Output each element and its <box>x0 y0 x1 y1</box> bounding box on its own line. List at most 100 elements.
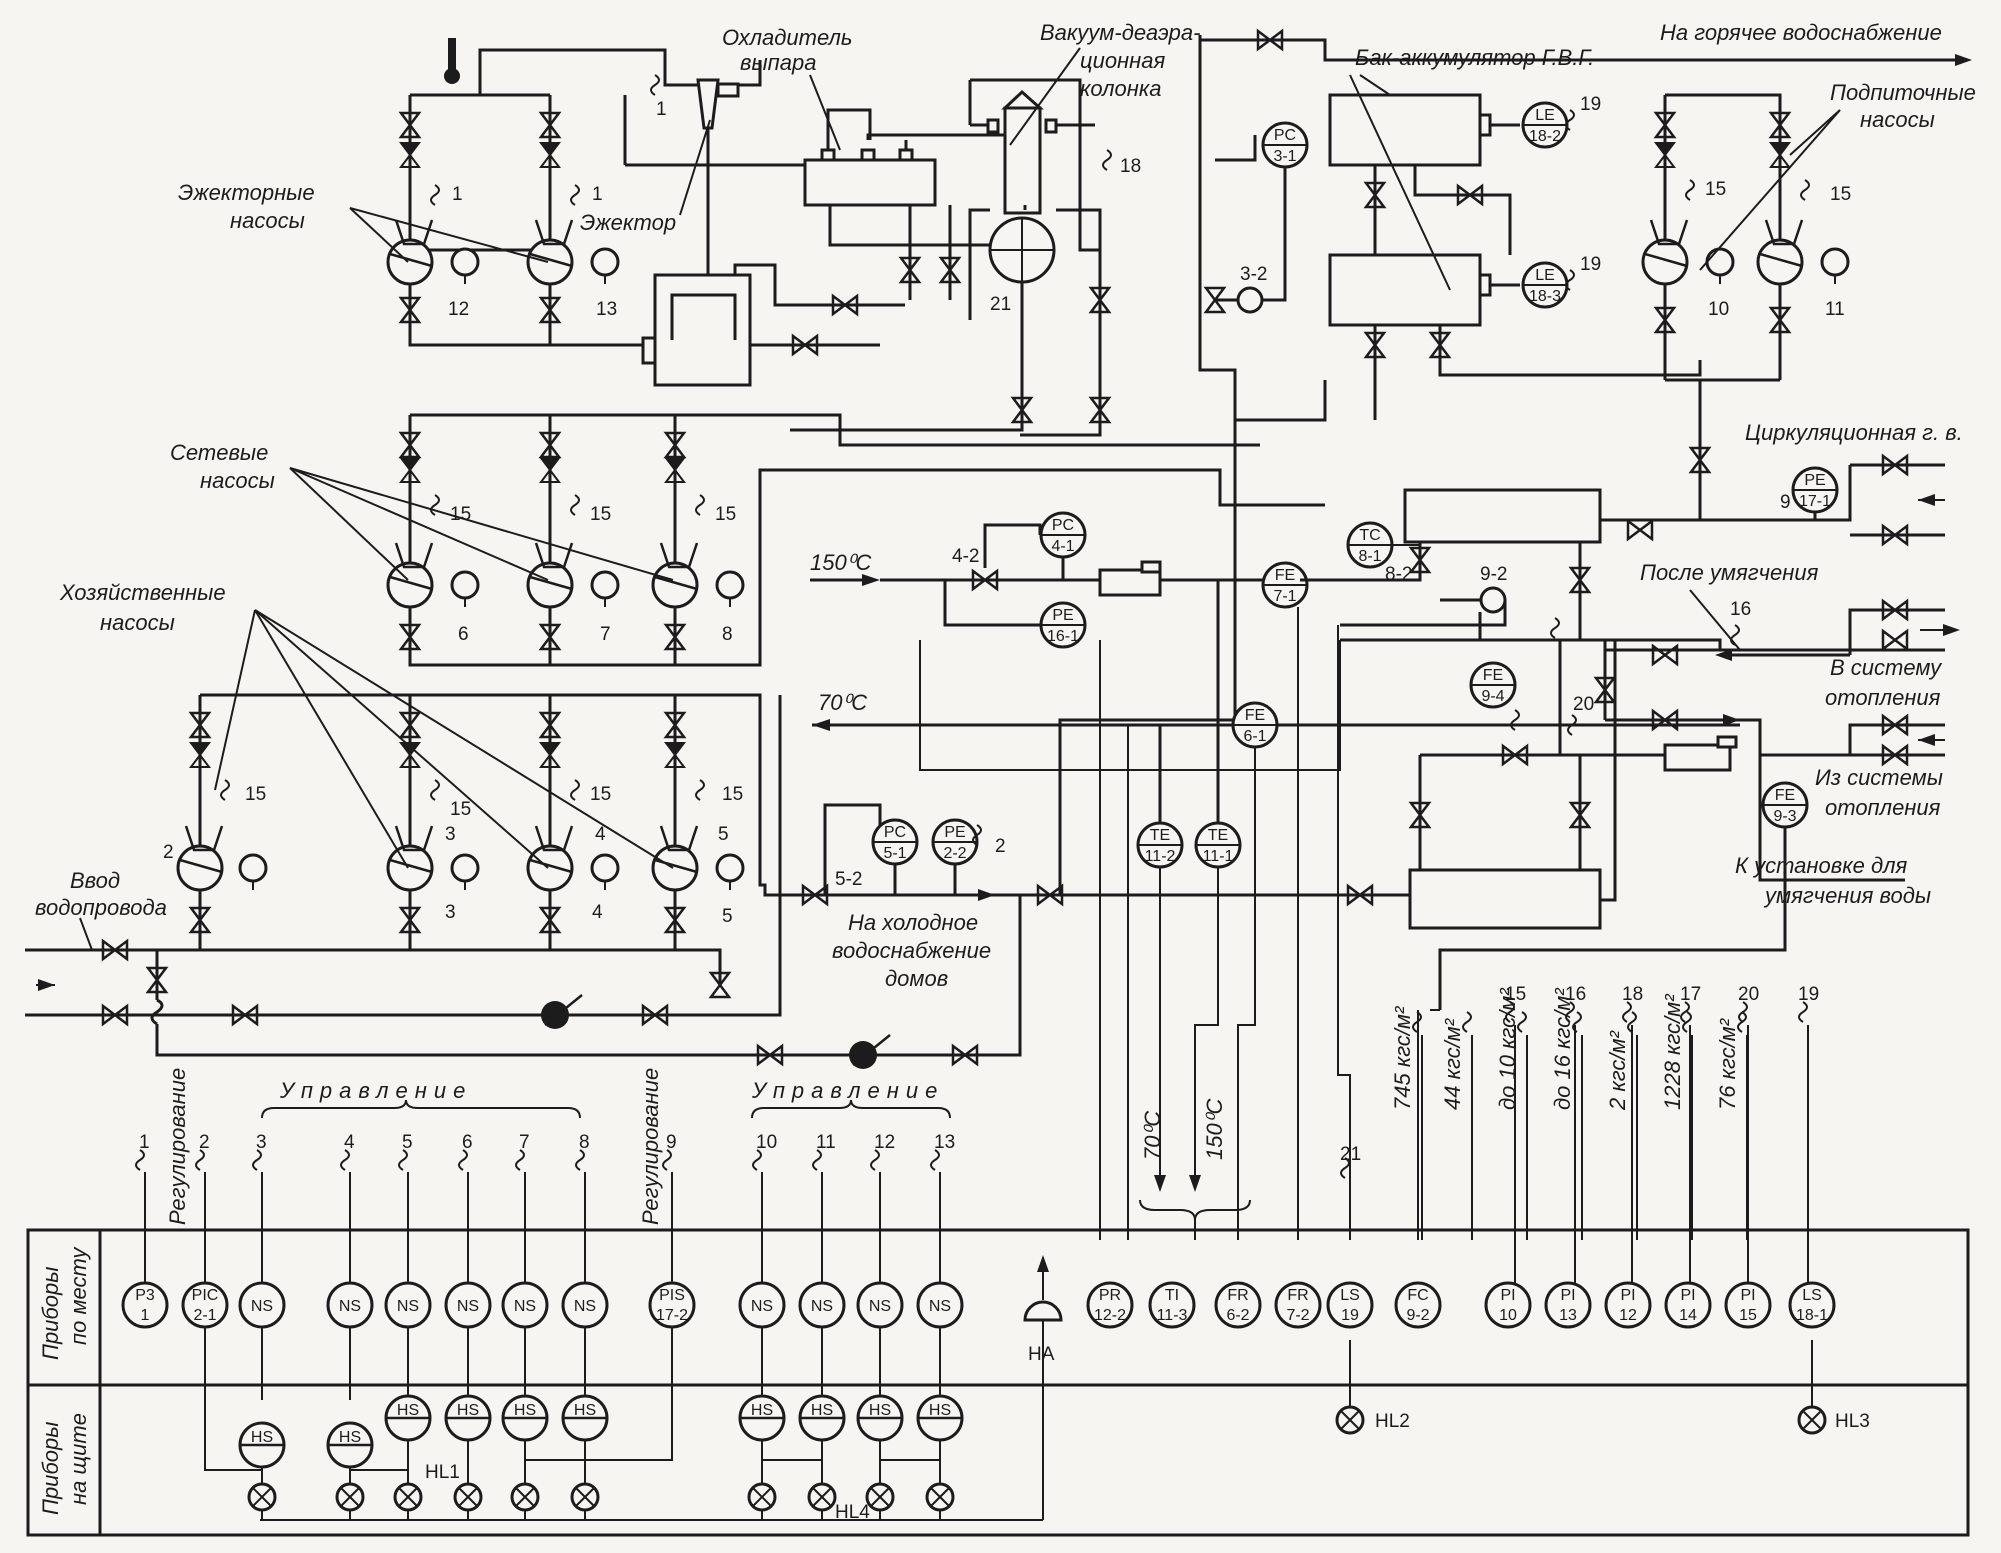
local-instrument-ns: NS <box>561 1281 609 1329</box>
hand-switch-1 <box>238 1327 286 1520</box>
temp-sensor-11-2: TE 11-2 <box>1136 821 1184 869</box>
svg-text:PC: PC <box>884 824 906 841</box>
signal-lamp-icon <box>335 1482 365 1512</box>
svg-text:на щите: на щите <box>66 1413 91 1505</box>
svg-text:11: 11 <box>1825 299 1845 320</box>
svg-text:20: 20 <box>1573 694 1594 715</box>
svg-text:18-3: 18-3 <box>1529 288 1561 305</box>
label-household-pumps: Хозяйственные <box>59 580 226 605</box>
label-panel-instruments-1: Приборы <box>38 1422 63 1515</box>
label-deaerator: Вакуум-деаэра- <box>1040 20 1200 45</box>
lamp-hl2-icon <box>1335 1405 1365 1435</box>
svg-text:16: 16 <box>1730 599 1751 620</box>
tag-12: 12 <box>448 299 469 320</box>
svg-text:19: 19 <box>1580 254 1601 275</box>
svg-text:8-1: 8-1 <box>1358 548 1381 565</box>
svg-text:15: 15 <box>722 784 743 805</box>
bus-number-8: 8 <box>579 1132 590 1153</box>
svg-text:выпара: выпара <box>740 50 816 75</box>
bus-number-10: 10 <box>756 1132 777 1153</box>
flow-sensor-7-1: FE 7-1 <box>1261 561 1309 609</box>
label-hl1: HL1 <box>425 1462 460 1483</box>
label-water-inlet: Ввод <box>70 868 120 893</box>
temperature-controller-8-1: TC 8-1 <box>1346 521 1394 569</box>
svg-text:11-3: 11-3 <box>1157 1307 1188 1324</box>
svg-text:LS: LS <box>1340 1287 1360 1304</box>
label-ejector: Эжектор <box>580 210 676 235</box>
bus-number-3: 3 <box>256 1132 267 1153</box>
hand-switch-2 <box>326 1327 374 1520</box>
network-pump-group <box>386 413 1325 667</box>
local-instrument-fr: FR7-2 <box>1274 1281 1322 1329</box>
signal-lamp-icon <box>570 1482 600 1512</box>
pressure-label-p44: 44 кгс/м² <box>1440 1018 1465 1110</box>
signal-lamp-icon <box>453 1482 483 1512</box>
instrument-panel-frame <box>26 1228 1970 1537</box>
svg-text:9-2: 9-2 <box>1480 564 1507 585</box>
temp-sensor-11-1: TE 11-1 <box>1194 821 1242 869</box>
pressure-label-p745: 745 кгс/м² <box>1390 1006 1415 1110</box>
svg-text:PE: PE <box>1052 607 1073 624</box>
svg-text:ционная: ционная <box>1080 48 1165 73</box>
hand-switch-8 <box>798 1327 846 1520</box>
flow-sensor-9-4: FE 9-4 <box>1469 661 1517 709</box>
svg-text:TE: TE <box>1208 827 1228 844</box>
svg-text:8: 8 <box>722 624 733 645</box>
svg-text:8-2: 8-2 <box>1385 564 1412 585</box>
pressure-label-p1228: 1228 кгс/м² <box>1660 994 1685 1110</box>
svg-text:NS: NS <box>811 1298 833 1315</box>
svg-text:15: 15 <box>1705 179 1726 200</box>
svg-text:7: 7 <box>600 624 611 645</box>
svg-text:FE: FE <box>1775 787 1795 804</box>
svg-text:FE: FE <box>1275 567 1295 584</box>
local-instrument-ns: NS <box>916 1281 964 1329</box>
svg-text:1: 1 <box>141 1307 150 1324</box>
bus-number-4: 4 <box>344 1132 355 1153</box>
label-hl4: HL4 <box>835 1502 870 1523</box>
bus-number-6: 6 <box>462 1132 473 1153</box>
svg-text:по месту: по месту <box>66 1246 91 1345</box>
pressure-controller-3-1: PC 3-1 <box>1261 121 1309 169</box>
svg-text:15: 15 <box>245 784 266 805</box>
panel-instruments-row <box>204 1327 964 1520</box>
svg-text:18-1: 18-1 <box>1796 1307 1828 1324</box>
pressure-controller-5-1: PC 5-1 <box>871 818 919 866</box>
bus-number-11: 11 <box>816 1132 836 1153</box>
flow-sensor-9-3: FE 9-3 <box>1761 781 1809 829</box>
local-instrument-ns: NS <box>501 1281 549 1329</box>
local-instrument-ns: NS <box>384 1281 432 1329</box>
svg-text:домов: домов <box>885 966 948 991</box>
svg-text:PI: PI <box>1620 1287 1635 1304</box>
svg-text:3: 3 <box>445 824 456 845</box>
svg-text:17-2: 17-2 <box>656 1307 688 1324</box>
water-meter-1 <box>541 994 583 1029</box>
svg-text:19: 19 <box>1341 1307 1359 1324</box>
svg-text:NS: NS <box>869 1298 891 1315</box>
svg-text:PC: PC <box>1274 127 1296 144</box>
svg-text:водоснабжение: водоснабжение <box>832 938 991 963</box>
svg-text:колонка: колонка <box>1080 76 1162 101</box>
label-to-heating: В систему <box>1830 655 1943 680</box>
label-cold-supply: На холодное <box>848 910 978 935</box>
hand-switch-7 <box>738 1327 786 1520</box>
local-instrument-ns: NS <box>738 1281 786 1329</box>
svg-text:PIC: PIC <box>192 1287 219 1304</box>
svg-text:NS: NS <box>251 1298 273 1315</box>
local-instrument-ns: NS <box>326 1281 374 1329</box>
svg-text:5-2: 5-2 <box>835 869 862 890</box>
hand-switch-6 <box>561 1327 609 1520</box>
label-cooler: Охладитель <box>722 25 852 50</box>
bus-number-1: 1 <box>139 1132 150 1153</box>
svg-text:3-1: 3-1 <box>1273 148 1296 165</box>
label-150c-vertical: 150⁰С <box>1202 1098 1227 1160</box>
bus-number-12: 12 <box>874 1132 895 1153</box>
svg-text:7-1: 7-1 <box>1273 588 1296 605</box>
svg-text:9-4: 9-4 <box>1481 688 1504 705</box>
svg-text:10: 10 <box>1499 1307 1517 1324</box>
svg-text:17-1: 17-1 <box>1799 493 1831 510</box>
